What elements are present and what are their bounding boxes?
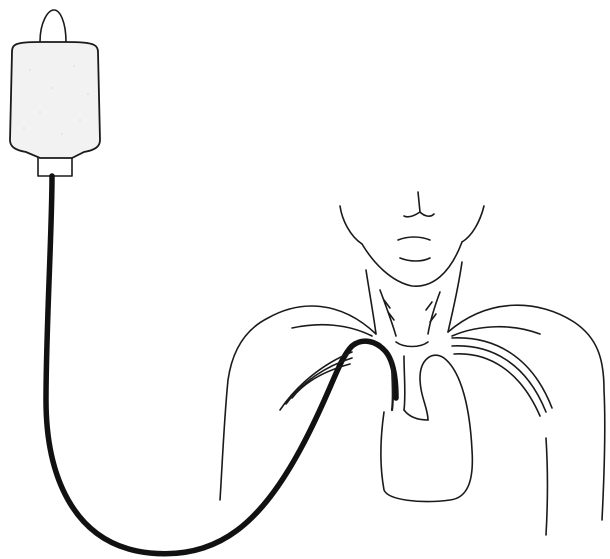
right-vein-outer [452,338,552,408]
heart-chamber [404,410,428,420]
left-clavicle [292,325,372,336]
left-shoulder [220,306,376,500]
neck-left [366,270,376,334]
iv-bag-hanger [40,10,66,42]
neck-hatch [384,300,436,322]
iv-bag [10,10,100,176]
chin [400,258,430,261]
face-right-contour [462,206,484,242]
vena-cava-wall [404,356,405,410]
iv-tubing [46,176,396,554]
iv-bag-body [10,42,100,158]
neck-muscle-right [428,292,440,334]
right-clavicle [452,327,540,336]
patient-neck [366,262,462,336]
nose [404,192,434,217]
vena-cava [392,360,393,410]
mouth [398,237,430,240]
iv-bag-port [38,158,72,176]
right-arm-inner [546,438,548,535]
right-shoulder [448,305,605,520]
patient-head [340,192,484,286]
neck-right [448,262,462,332]
face-left-contour [340,206,362,244]
sternal-notch [396,342,428,347]
jaw-line [362,242,462,286]
